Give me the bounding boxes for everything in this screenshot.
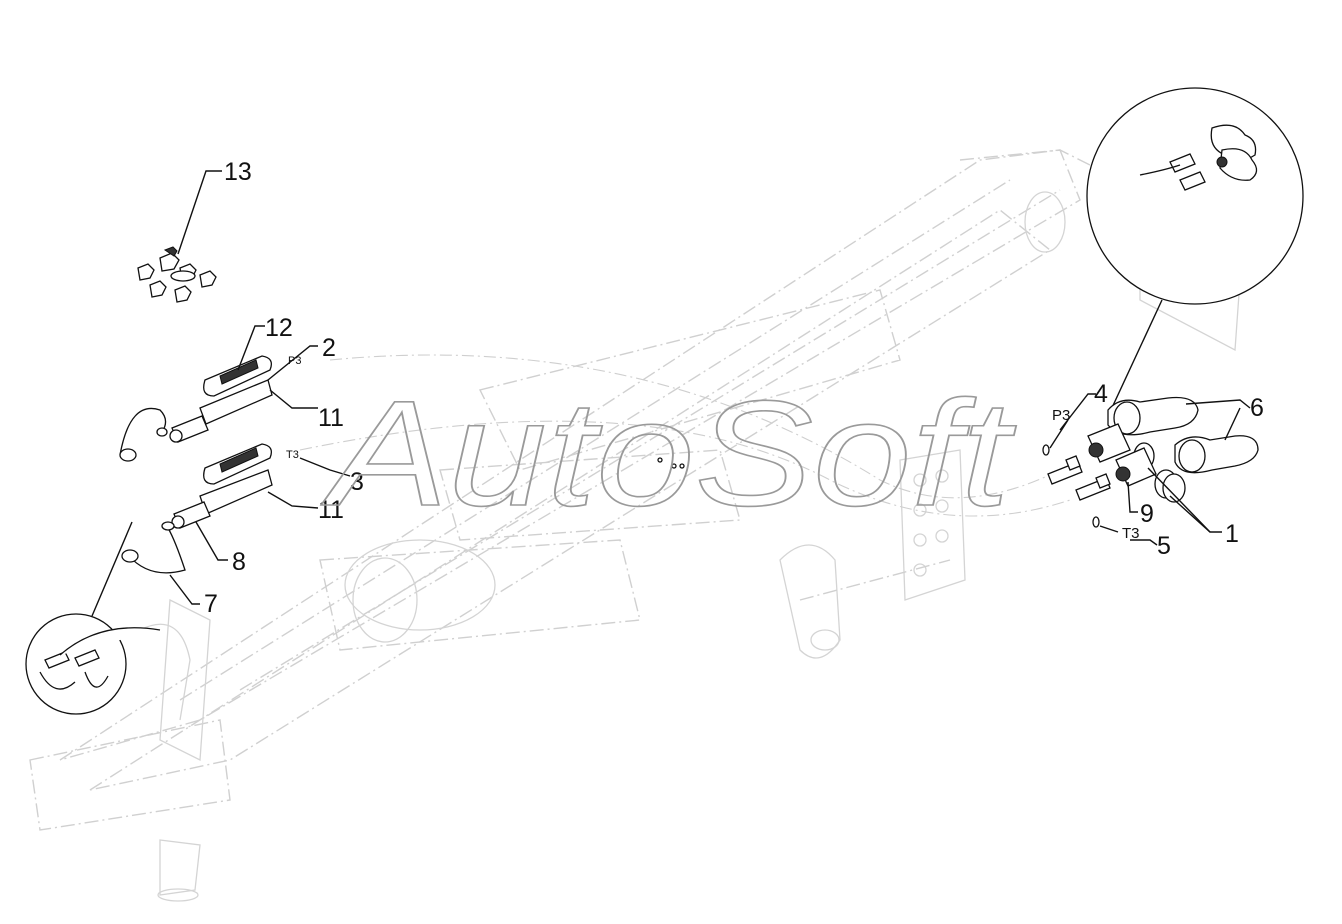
part-coupling-cover-lower	[171, 443, 273, 529]
callout-5: 5	[1157, 532, 1171, 560]
callout-7: 7	[204, 590, 218, 618]
callout-labels: 13 12 2 11 3 11 8 7 4 6 9 1 5	[204, 158, 1264, 618]
leader-lines	[169, 170, 1251, 605]
callout-13: 13	[224, 158, 252, 186]
part-7-dust-caps	[119, 407, 186, 574]
watermark-text: AutoSoft	[321, 369, 1017, 537]
coupling-assembly-right	[1042, 396, 1259, 528]
port-label-t-right: T3	[1122, 525, 1140, 542]
detail-circle-right	[1086, 87, 1304, 413]
callout-1: 1	[1225, 520, 1239, 548]
callout-9: 9	[1140, 500, 1154, 528]
callout-3: 3	[350, 468, 364, 496]
port-label-p-right: P3	[1052, 407, 1070, 424]
callout-2: 2	[322, 334, 336, 362]
detail-circle-left	[25, 521, 161, 715]
port-label-t-left: T3	[286, 449, 299, 461]
port-labels: P3 T3 P3 T3	[286, 355, 1140, 542]
callout-8: 8	[232, 548, 246, 576]
part-13-clips	[137, 246, 217, 303]
callout-12: 12	[265, 314, 293, 342]
callout-6: 6	[1250, 394, 1264, 422]
part-12-coupling-cover-upper	[169, 355, 273, 443]
callout-4: 4	[1094, 380, 1108, 408]
callout-11-upper: 11	[318, 404, 344, 432]
callout-11-lower: 11	[318, 496, 344, 524]
port-label-p-left: P3	[288, 355, 301, 367]
centre-details	[657, 457, 685, 469]
hose-lines	[299, 354, 1071, 517]
